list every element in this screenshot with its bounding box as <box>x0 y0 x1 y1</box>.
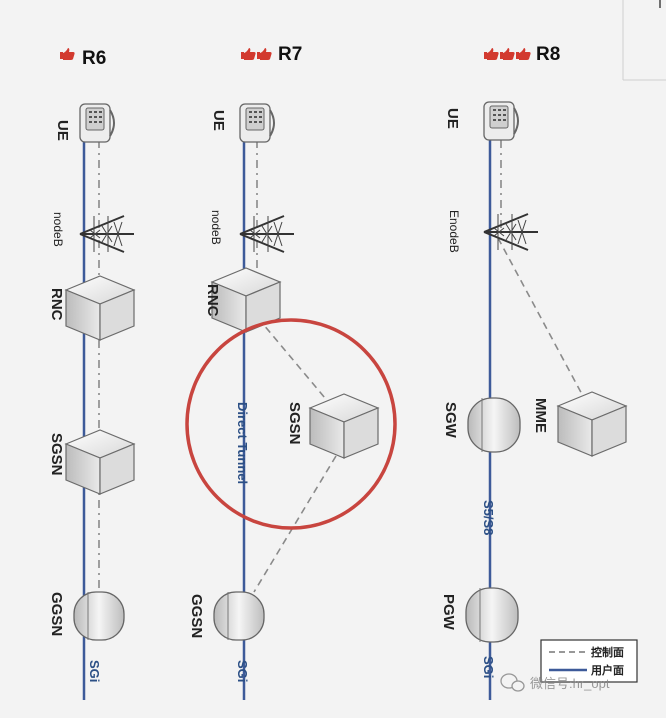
phone-icon <box>79 103 115 143</box>
watermark-text: 微信号:hr_opt <box>530 676 610 691</box>
r7-sgsn-label: SGSN <box>286 402 303 445</box>
tower-icon <box>483 213 539 251</box>
legend-user-label: 用户面 <box>591 663 624 677</box>
r8-title: R8 <box>536 44 560 65</box>
r7-highlight-circle <box>185 318 397 530</box>
r8-pgw-label: PGW <box>440 594 457 631</box>
r7-title: R7 <box>278 44 302 65</box>
column-r7: R7 UE nodeB RNC Direct Tunnel SGSN GGSN … <box>185 44 397 700</box>
thumbs-up-icon <box>516 48 531 60</box>
watermark: 微信号:hr_opt <box>500 673 610 692</box>
r8-enodeb-mme-control <box>497 237 585 399</box>
r8-sgw-node <box>467 397 521 453</box>
r7-direct-tunnel-label: Direct Tunnel <box>235 402 250 484</box>
legend: 控制面 用户面 <box>540 639 638 683</box>
wechat-icon <box>500 673 525 692</box>
r7-ggsn-label: GGSN <box>188 594 205 638</box>
r8-badge: R8 <box>484 44 560 65</box>
r6-sgsn-label: SGSN <box>48 433 65 476</box>
r8-ue-label: UE <box>444 108 461 129</box>
r7-ggsn-node <box>213 591 265 641</box>
legend-control-label: 控制面 <box>591 645 624 659</box>
r7-sgsn-node <box>309 393 379 459</box>
r6-ggsn-node <box>73 591 125 641</box>
r8-sgw-label: SGW <box>442 402 459 439</box>
r7-sgsn-ggsn-control <box>253 455 337 593</box>
r6-ue-label: UE <box>54 120 71 141</box>
thumbs-up-icon <box>60 48 75 60</box>
r6-rnc-label: RNC <box>48 288 65 321</box>
r7-sgi-label: SGi <box>235 660 250 682</box>
column-r6: R6 UE nodeB RNC SGSN GGSN SGi <box>48 48 135 700</box>
r6-sgi-label: SGi <box>87 660 102 682</box>
r7-nodeb-label: nodeB <box>209 210 223 245</box>
r7-badge: R7 <box>241 44 302 65</box>
r8-enodeb-label: EnodeB <box>447 210 461 253</box>
r8-mme-label: MME <box>532 398 549 433</box>
tower-icon <box>79 215 135 253</box>
thumbs-up-icon <box>257 48 272 60</box>
r7-ue-label: UE <box>210 110 227 131</box>
r7-rnc-label: RNC <box>204 284 221 317</box>
r6-nodeb-label: nodeB <box>51 212 65 247</box>
r8-sgi-label: SGi <box>481 656 496 678</box>
thumbs-up-icon <box>241 48 256 60</box>
tower-icon <box>239 215 295 253</box>
r8-mme-node <box>557 391 627 457</box>
r6-ggsn-label: GGSN <box>48 592 65 636</box>
r6-title: R6 <box>82 48 106 69</box>
r6-sgsn-node <box>65 429 135 495</box>
legend-box <box>540 639 638 683</box>
r8-pgw-node <box>465 587 519 643</box>
phone-icon <box>239 103 275 143</box>
r7-rnc-sgsn-control <box>257 317 331 405</box>
r6-badge: R6 <box>60 48 106 69</box>
r6-rnc-node <box>65 275 135 341</box>
r8-s5s8-label: S5/S8 <box>481 500 496 535</box>
thumbs-up-icon <box>500 48 515 60</box>
phone-icon <box>483 101 519 141</box>
column-r8: R8 UE EnodeB MME SGW S5/S8 PGW SGi <box>440 44 627 700</box>
thumbs-up-icon <box>484 48 499 60</box>
